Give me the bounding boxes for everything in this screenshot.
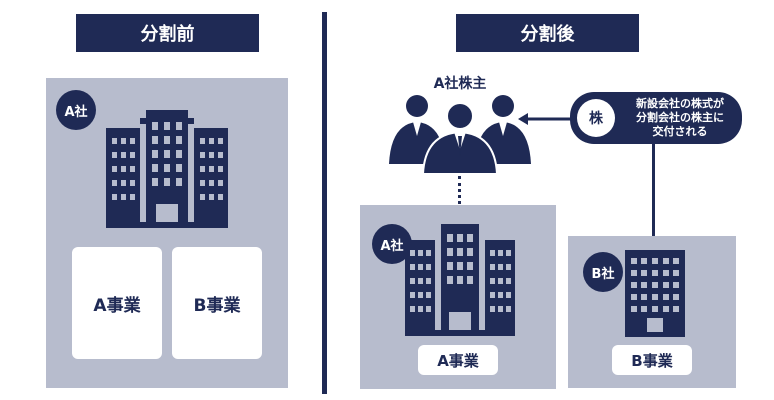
after-company-a-badge: A社 (372, 224, 412, 264)
before-header: 分割前 (76, 14, 259, 52)
after-company-a-business: A事業 (418, 345, 498, 375)
businessmen-group-icon (385, 92, 535, 174)
stock-note-line1: 新設会社の株式が (636, 97, 724, 110)
arrow-left-icon (518, 112, 572, 126)
dotted-connector (458, 176, 461, 222)
stock-badge: 株 (577, 99, 615, 137)
connector-to-b (652, 144, 655, 236)
before-business-a: A事業 (72, 247, 162, 359)
before-building-icon (106, 108, 228, 230)
before-business-b: B事業 (172, 247, 262, 359)
after-company-b-building-icon (625, 250, 685, 338)
after-header: 分割後 (456, 14, 639, 52)
shareholders-label: A社株主 (433, 76, 487, 92)
stock-note-line2: 分割会社の株主に (636, 111, 724, 124)
after-company-b-badge: B社 (583, 252, 623, 292)
before-company-badge: A社 (56, 90, 96, 130)
after-company-a-building-icon (405, 222, 515, 338)
stock-note: 新設会社の株式が 分割会社の株主に 交付される (621, 97, 739, 139)
after-company-b-business: B事業 (612, 345, 692, 375)
stock-note-line3: 交付される (652, 125, 708, 138)
center-divider (322, 12, 327, 394)
